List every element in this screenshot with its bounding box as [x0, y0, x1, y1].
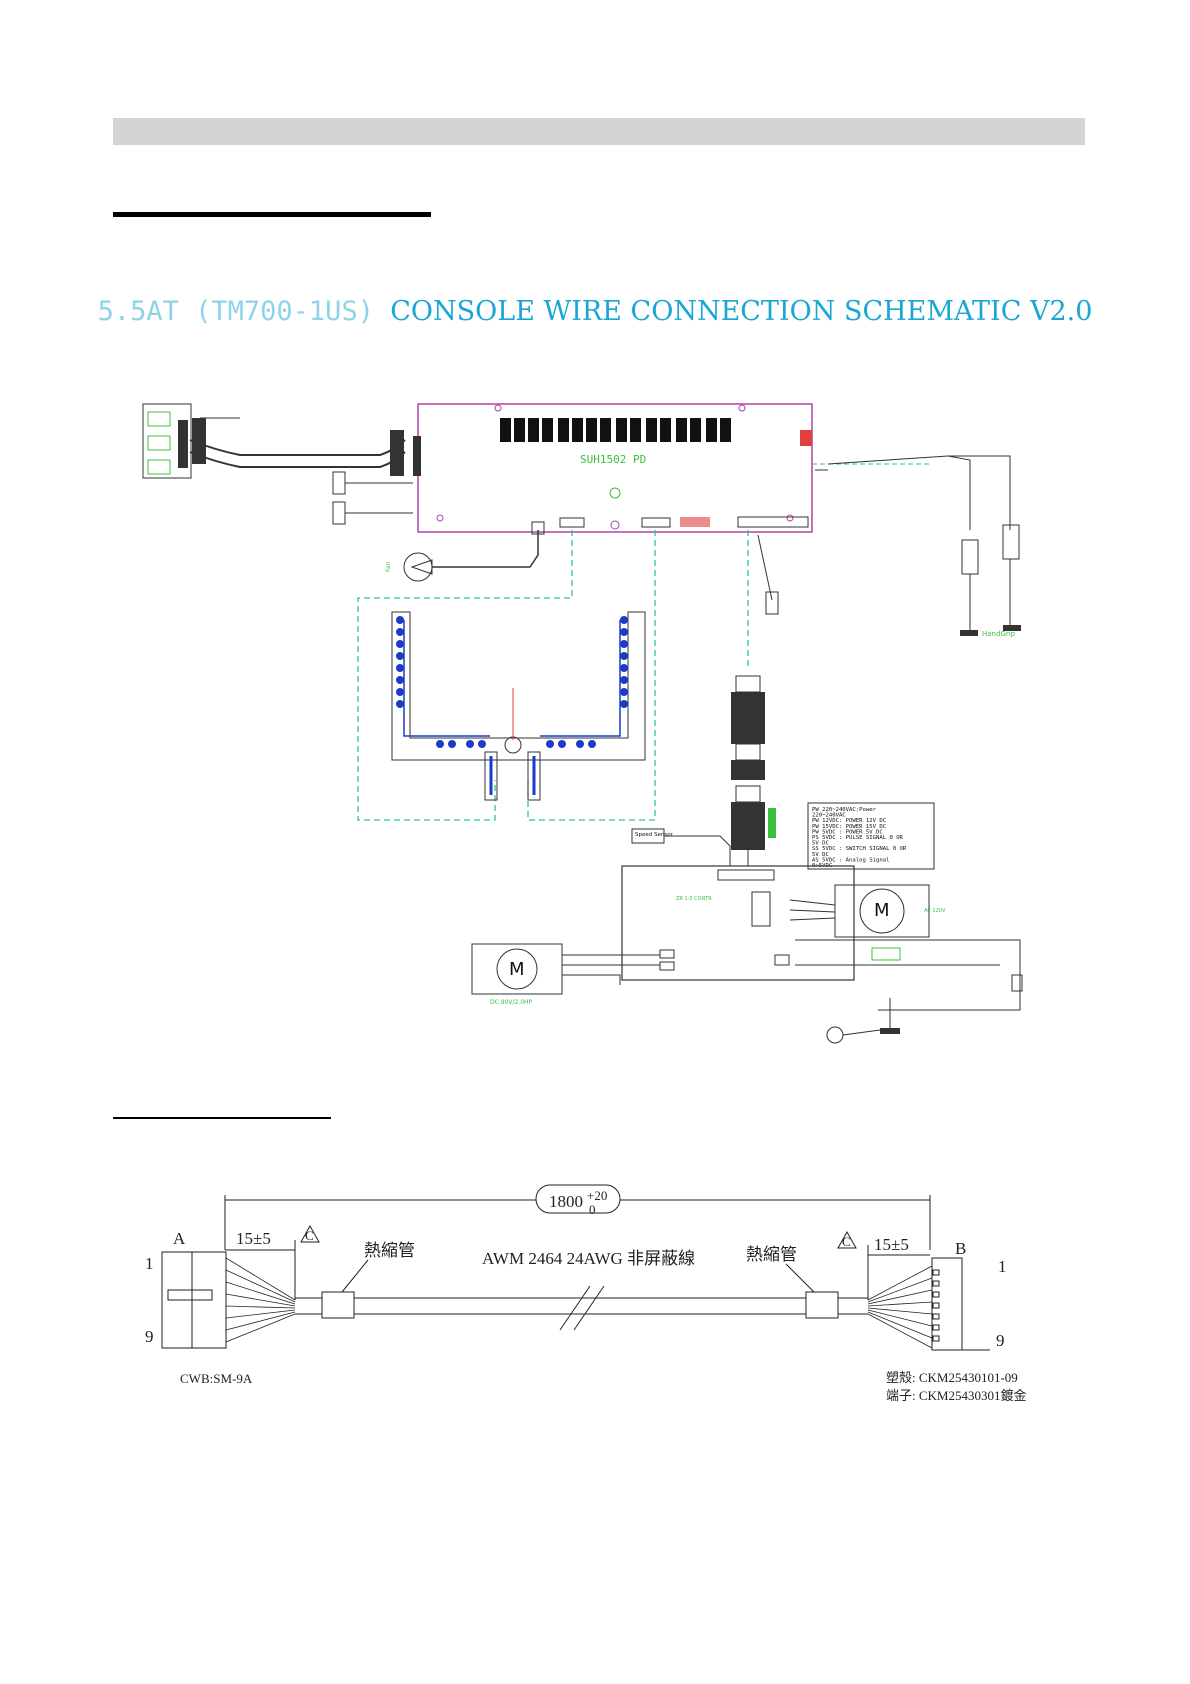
sleeve-left-label: 熱縮管: [364, 1241, 415, 1260]
marker-c-right: C: [842, 1234, 851, 1249]
handgrip-harness: HandGrip: [812, 455, 1021, 638]
end-a-label: A: [173, 1229, 186, 1248]
header-bar: [113, 118, 1085, 145]
motor-controller: ZR 1.0 CONTR: [621, 865, 855, 981]
schematic-title-name: CONSOLE WIRE CONNECTION SCHEMATIC V2.0: [390, 296, 1093, 327]
ac-motor-label: AC 120V: [924, 908, 946, 914]
speed-sensor: Speed Sensor: [631, 828, 731, 866]
power-legend-line: PW 15VDC: POWER 15V DC: [812, 824, 886, 830]
left-io-harness: [142, 403, 406, 479]
fan-label: Fan: [385, 561, 392, 572]
dc-motor-symbol: M: [509, 959, 525, 980]
length-tol-minus: 0: [589, 1202, 596, 1217]
svg-text:ZR 1.0 CONTR: ZR 1.0 CONTR: [676, 896, 712, 902]
power-legend-line: PW 5VDC : POWER 5V DC: [812, 829, 883, 835]
section-rule-1: [113, 212, 431, 217]
length-tol-plus: +20: [587, 1188, 607, 1203]
end-b-label: B: [955, 1239, 966, 1258]
vertical-harness: [731, 534, 779, 866]
console-board: SUH1502 PD: [413, 403, 813, 533]
wire-spec: AWM 2464 24AWG 非屏蔽線: [482, 1249, 695, 1268]
power-legend-line: 5V DC: [812, 841, 829, 847]
housing-part: 塑殼: CKM25430101-09: [886, 1370, 1018, 1385]
power-legend-line: PW 220~240VAC:Power: [812, 807, 877, 813]
pin-9-b: 9: [996, 1331, 1005, 1350]
dc-motor-label: DC 90V/2.0HP: [490, 999, 533, 1006]
speed-sensor-label: Speed Sensor: [635, 832, 674, 838]
power-legend-line: PS 5VDC : PULSE SIGNAL 0 OR: [812, 835, 904, 841]
pin-1-a: 1: [145, 1254, 154, 1273]
marker-c-left: C: [305, 1228, 314, 1243]
power-legend-line: 220~240VAC: [812, 813, 846, 819]
section-rule-2: [113, 1117, 331, 1119]
terminal-part: 端子: CKM25430301鍍金: [886, 1388, 1026, 1403]
ac-motor-symbol: M: [874, 900, 890, 921]
pin-9-a: 9: [145, 1327, 154, 1346]
power-legend-line: AS 5VDC : Analog Signal: [812, 857, 889, 863]
power-legend-line: SS 5VDC : SWITCH SIGNAL 0 OR: [812, 846, 907, 852]
handgrip-label: HandGrip: [982, 630, 1016, 638]
fan: Fan: [385, 521, 545, 582]
cable-drawing: 1800 +20 0 A B 1 9 1 9: [145, 1184, 1026, 1403]
power-line: [795, 939, 1023, 1044]
overlay-keypad: [391, 611, 646, 801]
length-label: 1800: [549, 1192, 583, 1211]
display-digits: [500, 418, 731, 442]
board-label: SUH1502 PD: [580, 453, 646, 466]
dashed-links: [357, 530, 749, 821]
schematic-title: 5.5AT (TM700-1US) CONSOLE WIRE CONNECTIO…: [0, 296, 1190, 327]
pin-1-b: 1: [998, 1257, 1007, 1276]
connector-a-part: CWB:SM-9A: [180, 1371, 253, 1386]
speakers: [332, 471, 413, 525]
schematic-title-model: 5.5AT (TM700-1US): [97, 296, 374, 327]
ac-motor: M AC 120V: [789, 884, 946, 938]
power-legend-line: PW 12VDC: POWER 12V DC: [812, 818, 886, 824]
dim-left: 15±5: [236, 1229, 271, 1248]
dim-right: 15±5: [874, 1235, 909, 1254]
sleeve-right-label: 熱縮管: [746, 1245, 797, 1264]
dc-motor: M DC 90V/2.0HP: [471, 943, 675, 1006]
power-legend-line: 5V DC: [812, 852, 829, 858]
